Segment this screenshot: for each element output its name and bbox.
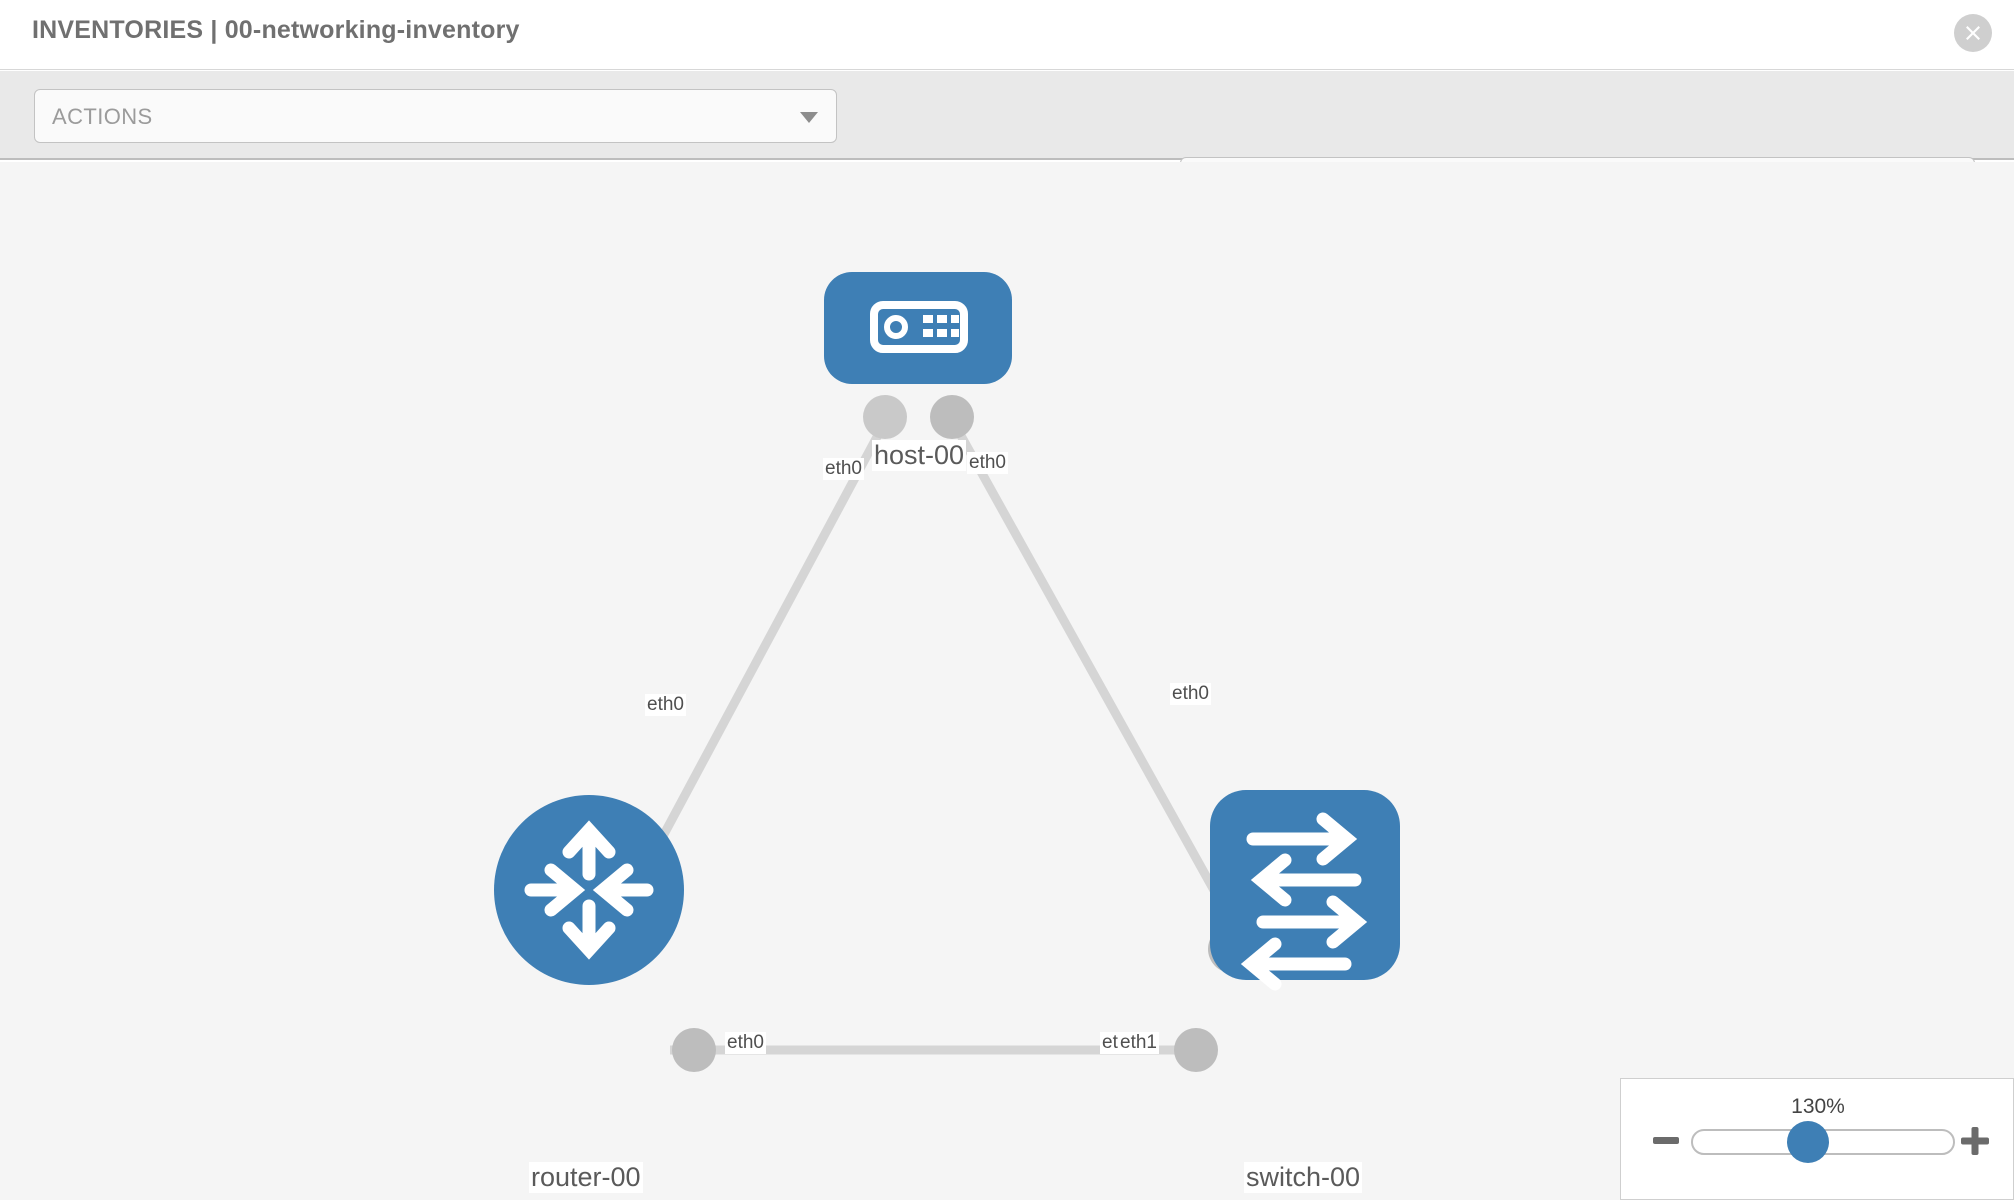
iface-label-router-up: eth0 <box>645 694 686 716</box>
router-arrows-icon <box>524 820 654 960</box>
iface-label-switch-left-b: eth1 <box>1118 1032 1159 1054</box>
link-host-router[interactable] <box>621 404 897 910</box>
close-icon[interactable] <box>1954 14 1992 52</box>
node-router-00[interactable] <box>494 795 684 985</box>
topology-canvas[interactable]: host-00 router-00 switch-00 eth0 eth0 et… <box>0 162 2014 1200</box>
close-glyph <box>1966 26 1980 40</box>
node-switch-00[interactable] <box>1210 790 1400 991</box>
iface-label-router-right: eth0 <box>725 1032 766 1054</box>
host-device-icon <box>870 301 968 353</box>
page-title: INVENTORIES | 00-networking-inventory <box>32 16 520 44</box>
toolbar: ACTIONS SEARCH <box>0 71 2014 213</box>
zoom-level-value: 130% <box>1791 1095 1845 1118</box>
connector-host-right[interactable] <box>930 395 974 439</box>
iface-label-host-right: eth0 <box>967 452 1008 474</box>
zoom-in-button[interactable] <box>1959 1125 1991 1157</box>
switch-arrows-icon <box>1240 812 1368 991</box>
chevron-down-icon <box>800 112 818 123</box>
iface-label-switch-up: eth0 <box>1170 683 1211 705</box>
page-header: INVENTORIES | 00-networking-inventory <box>0 0 2014 70</box>
topology-graph <box>494 272 1400 1072</box>
iface-label-host-left: eth0 <box>823 458 864 480</box>
node-label-host-00: host-00 <box>872 440 967 471</box>
zoom-out-button[interactable] <box>1651 1125 1681 1155</box>
connector-router-right[interactable] <box>672 1028 716 1072</box>
connector-switch-left[interactable] <box>1174 1028 1218 1072</box>
zoom-control-panel: 130% <box>1620 1078 2014 1200</box>
link-host-switch[interactable] <box>941 404 1244 940</box>
node-label-router-00: router-00 <box>529 1162 643 1193</box>
zoom-slider-thumb[interactable] <box>1787 1121 1829 1163</box>
node-host-00[interactable] <box>824 272 1012 384</box>
actions-dropdown[interactable]: ACTIONS <box>34 89 837 143</box>
connector-host-left[interactable] <box>863 395 907 439</box>
actions-dropdown-label: ACTIONS <box>52 104 153 129</box>
node-label-switch-00: switch-00 <box>1244 1162 1363 1193</box>
